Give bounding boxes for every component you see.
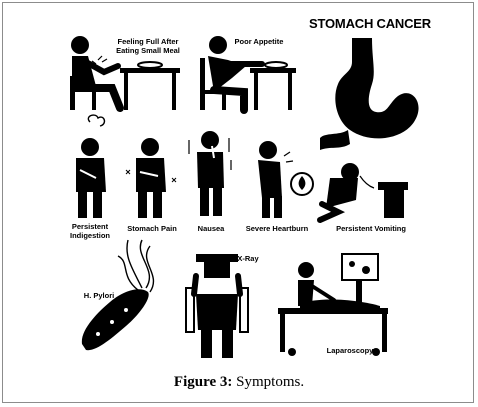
figure-caption-label: Figure 3: bbox=[173, 374, 233, 390]
person-poor-appetite-icon bbox=[200, 36, 296, 114]
symptom-label-persistent-indigestion: Persistent Indigestion bbox=[60, 222, 120, 240]
vomiting-person-icon bbox=[317, 163, 408, 223]
symptom-label-line: Eating Small Meal bbox=[116, 46, 180, 55]
symptom-label-line: Feeling Full After bbox=[117, 37, 179, 46]
figure-caption: Figure 3: Symptoms. bbox=[0, 374, 478, 391]
h-pylori-bacterium-icon bbox=[81, 239, 155, 351]
symptom-label-severe-heartburn: Severe Heartburn bbox=[245, 224, 309, 233]
chart-title: STOMACH CANCER bbox=[309, 16, 431, 31]
symptom-label-feeling-full: Feeling Full After Eating Small Meal bbox=[108, 37, 188, 55]
heartburn-person-icon bbox=[258, 141, 314, 218]
symptom-label-nausea: Nausea bbox=[197, 224, 225, 233]
stomach-pain-person-icon bbox=[125, 138, 177, 218]
stomach-organ-icon bbox=[320, 38, 419, 150]
person-eating-icon bbox=[70, 36, 180, 112]
nausea-person-icon bbox=[188, 131, 232, 216]
symptom-label-poor-appetite: Poor Appetite bbox=[234, 37, 284, 46]
laparoscopy-scene-icon bbox=[278, 253, 388, 356]
symptom-label-line: Persistent bbox=[71, 222, 109, 231]
x-ray-person-icon bbox=[185, 254, 249, 358]
symptom-label-line: Indigestion bbox=[70, 231, 110, 240]
figure-frame bbox=[2, 2, 474, 403]
symptom-label-stomach-pain: Stomach Pain bbox=[127, 224, 177, 233]
symptom-label-h-pylori: H. Pylori bbox=[83, 291, 115, 300]
symptom-label-x-ray: X-Ray bbox=[237, 254, 259, 263]
symptoms-illustration bbox=[70, 36, 419, 358]
figure-caption-text: Symptoms. bbox=[236, 374, 305, 390]
indigestion-person-icon bbox=[76, 114, 106, 218]
symptom-label-laparoscopy: Laparoscopy bbox=[326, 346, 374, 355]
symptom-label-persistent-vomiting: Persistent Vomiting bbox=[336, 224, 406, 233]
